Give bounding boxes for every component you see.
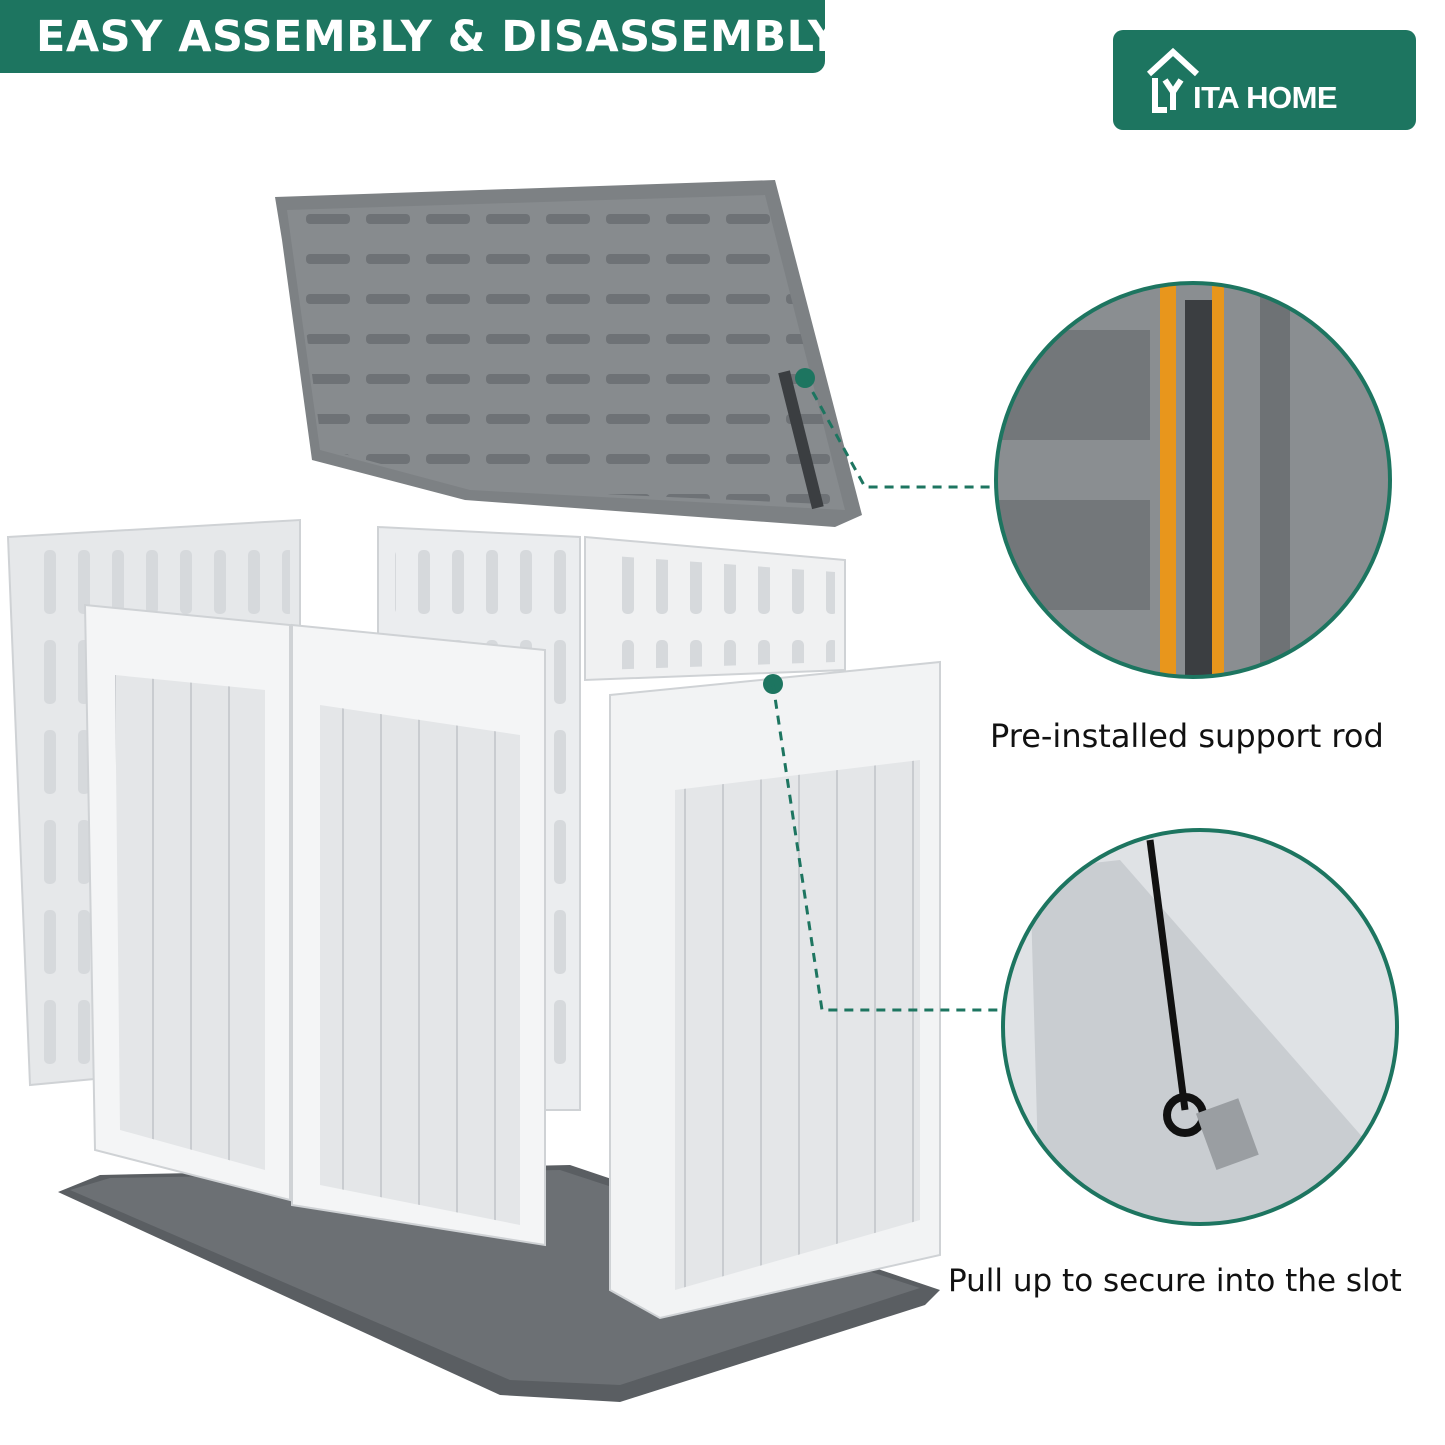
connector-lines [763,368,998,1012]
feature-caption-slot: Pull up to secure into the slot [948,1263,1402,1299]
banner-title: EASY ASSEMBLY & DISASSEMBLY [36,11,840,62]
feature-caption-support-rod: Pre-installed support rod [990,717,1384,755]
zoom-support-rod [994,281,1392,679]
zoom-slot [1001,828,1399,1226]
panel-back-right [584,535,846,682]
house-icon [1146,47,1200,113]
panel-side-right [609,660,941,1320]
lid-panel [275,180,862,527]
header-banner: EASY ASSEMBLY & DISASSEMBLY [0,0,839,73]
door-left [83,603,291,1202]
brand-logo: ITA HOME [1113,30,1416,130]
logo-text: ITA HOME [1193,80,1338,115]
door-right [291,623,546,1247]
